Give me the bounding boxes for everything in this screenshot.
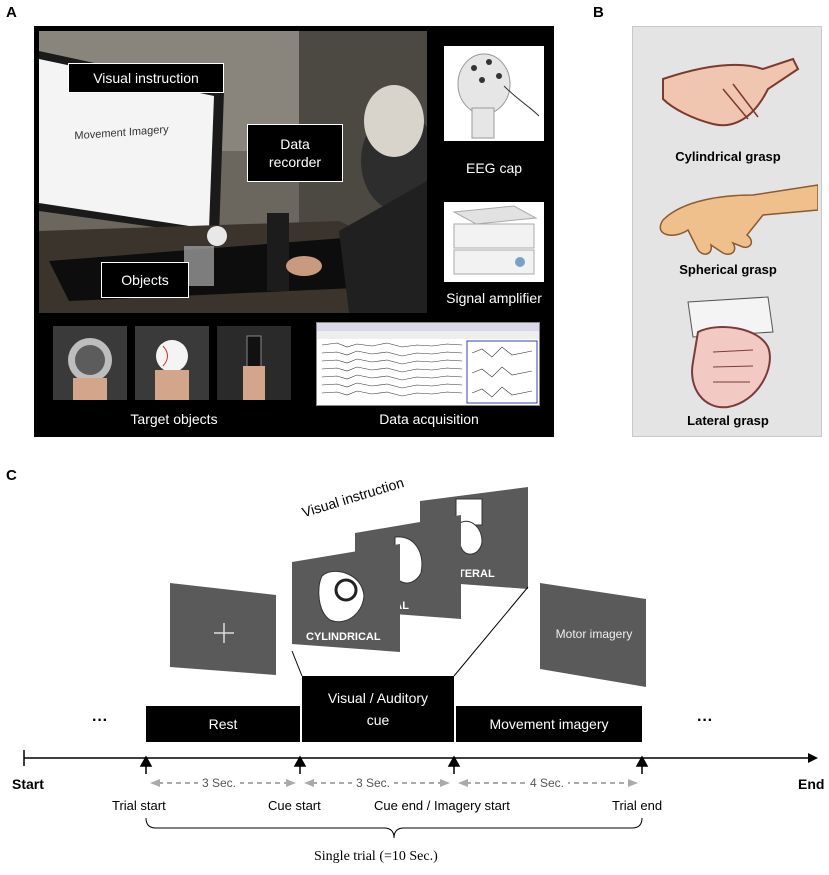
cylindrical-grasp-label: Cylindrical grasp — [675, 149, 781, 164]
imagery-phase-block: Movement imagery — [456, 706, 642, 742]
duration-imagery: 4 Sec. — [526, 776, 569, 790]
motor-imagery-screen-text: Motor imagery — [555, 627, 633, 641]
panel-label-b: B — [593, 4, 604, 21]
target-object-card — [217, 326, 291, 400]
lateral-grasp-hand — [658, 292, 798, 412]
rest-phase-block: Rest — [146, 706, 300, 742]
experiment-setup-panel: Movement Imagery Visual instruction Data… — [34, 26, 554, 437]
duration-cue: 3 Sec. — [352, 776, 395, 790]
timeline-start-label: Start — [12, 776, 44, 792]
ellipsis-right: ··· — [697, 712, 713, 729]
panel-label-a: A — [6, 4, 17, 21]
data-acquisition-label: Data acquisition — [379, 411, 479, 427]
target-object-cup — [53, 326, 127, 400]
eeg-cap-image — [444, 46, 544, 141]
duration-rest: 3 Sec. — [198, 776, 241, 790]
cylindrical-card-label: CYLINDRICAL — [306, 631, 381, 643]
tick-trial-end: Trial end — [612, 798, 663, 813]
cue-phase-block: Visual / Auditory cue — [302, 676, 454, 742]
visual-instruction-label: Visual instruction — [68, 63, 224, 93]
target-objects-label: Target objects — [130, 411, 218, 427]
spherical-grasp-hand — [643, 175, 819, 265]
motor-imagery-screen — [540, 583, 646, 687]
lateral-card-label: TERAL — [458, 568, 495, 580]
signal-amplifier-label: Signal amplifier — [446, 290, 542, 306]
timeline-end-label: End — [798, 776, 825, 792]
ellipsis-left: ··· — [92, 712, 108, 729]
single-trial-label: Single trial (=10 Sec.) — [314, 849, 438, 864]
rest-screen — [170, 583, 276, 675]
tick-trial-start: Trial start — [112, 798, 166, 813]
cylindrical-grasp-hand — [653, 39, 803, 139]
objects-label: Objects — [101, 262, 189, 298]
eeg-cap-label: EEG cap — [465, 160, 523, 176]
grasp-types-panel: Cylindrical grasp Spherical grasp Latera… — [632, 26, 822, 437]
amplifier-image — [444, 202, 544, 282]
cylindrical-card — [292, 544, 400, 652]
target-object-ball — [135, 326, 209, 400]
spherical-grasp-label: Spherical grasp — [679, 262, 777, 277]
panel-label-c: C — [6, 467, 17, 484]
tick-cue-end: Cue end / Imagery start — [374, 798, 510, 813]
data-recorder-label: Data recorder — [247, 124, 343, 182]
tick-cue-start: Cue start — [268, 798, 321, 813]
lateral-grasp-label: Lateral grasp — [687, 413, 769, 428]
data-acquisition-screenshot — [316, 322, 540, 406]
